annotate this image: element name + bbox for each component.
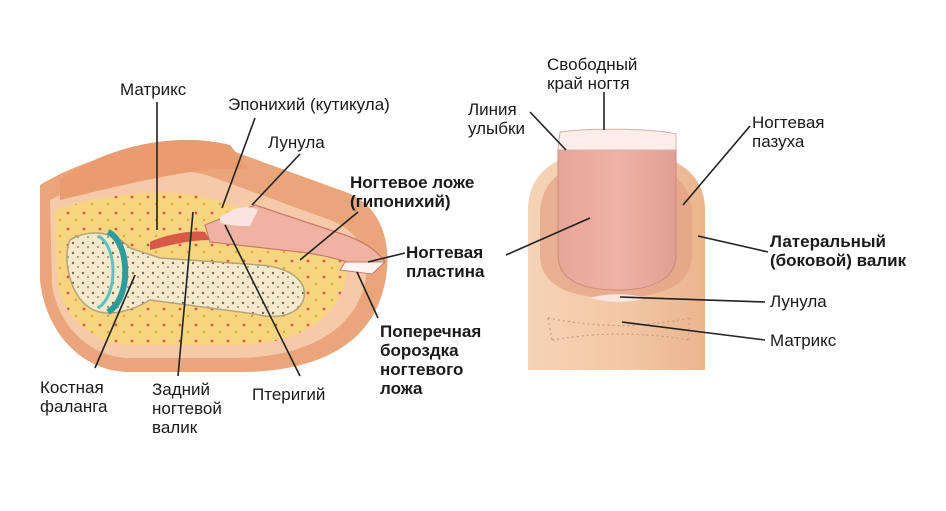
label-free-edge: Свободный край ногтя xyxy=(547,55,638,93)
label-lunula-side: Лунула xyxy=(268,133,325,152)
label-transverse-groove: Поперечная бороздка ногтевого ложа xyxy=(380,322,482,398)
label-lunula-front: Лунула xyxy=(770,292,827,311)
label-nail-bed: Ногтевое ложе (гипонихий) xyxy=(350,173,475,211)
label-matrix-front: Матрикс xyxy=(770,331,837,350)
label-proximal-fold: Задний ногтевой валик xyxy=(152,380,222,437)
label-eponychium: Эпонихий (кутикула) xyxy=(228,95,390,114)
label-nail-plate: Ногтевая пластина xyxy=(406,243,485,281)
label-matrix-side: Матрикс xyxy=(120,80,187,99)
label-pterygium: Птеригий xyxy=(252,385,326,404)
label-bone-phalanx: Костная фаланга xyxy=(40,378,108,416)
label-smile-line: Линия улыбки xyxy=(468,100,525,138)
side-view-finger xyxy=(40,139,388,372)
label-nail-sinus: Ногтевая пазуха xyxy=(752,113,825,151)
front-view-finger xyxy=(528,128,705,370)
label-lateral-fold: Латеральный (боковой) валик xyxy=(770,232,907,270)
side-view-leader-lines xyxy=(94,102,406,377)
front-view-leader-lines xyxy=(505,92,769,341)
